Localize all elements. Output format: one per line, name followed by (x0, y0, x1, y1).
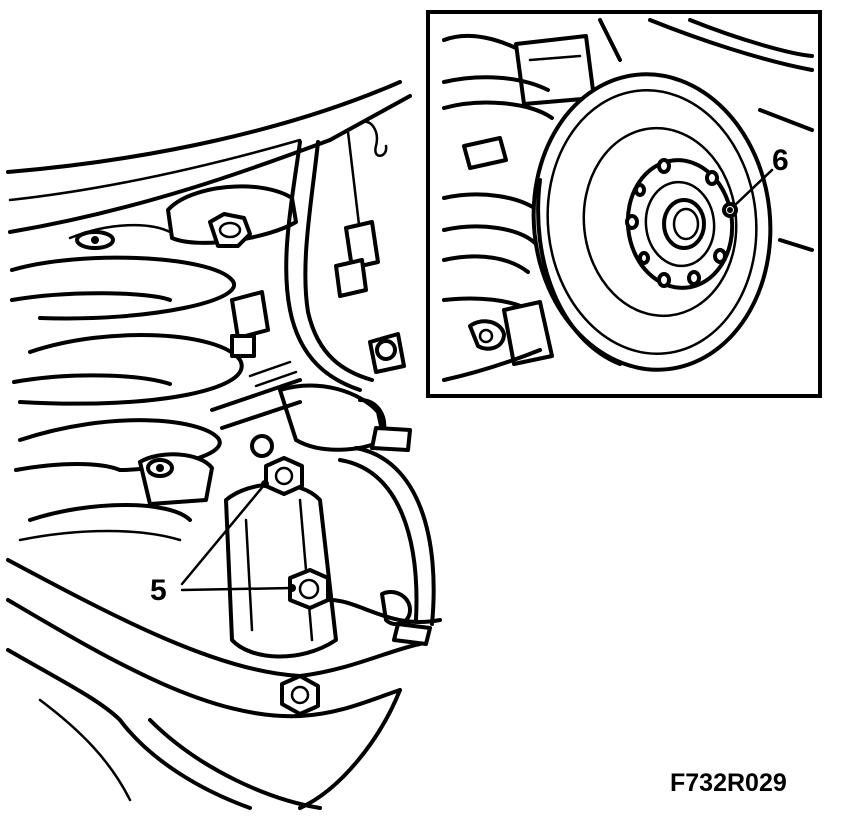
brake-disc-shield (328, 426, 442, 646)
top-mount-nut (208, 212, 252, 248)
spring-seat (138, 452, 214, 506)
inset-background-parts (442, 18, 814, 382)
disc-retaining-screw (722, 202, 738, 218)
main-suspension-view: 5 (6, 80, 442, 810)
brake-hose (284, 120, 388, 392)
callout-5-leaders (180, 480, 296, 592)
wheel-hub (625, 158, 735, 290)
subframe (6, 648, 402, 810)
callout-6-label: 6 (772, 144, 789, 177)
steering-knuckle (224, 332, 406, 659)
wheel-stud-holes (625, 158, 727, 288)
strut-top-mount (68, 184, 298, 250)
callout-6-leader (732, 168, 774, 208)
abs-plug (230, 290, 270, 358)
lower-control-arm (6, 558, 422, 719)
callout-5-label: 5 (150, 574, 167, 607)
tie-rod (210, 360, 302, 458)
inset-panel: 6 (426, 10, 822, 398)
figure-reference-code: F732R029 (670, 769, 787, 797)
caliper-bolt-upper (264, 456, 304, 496)
